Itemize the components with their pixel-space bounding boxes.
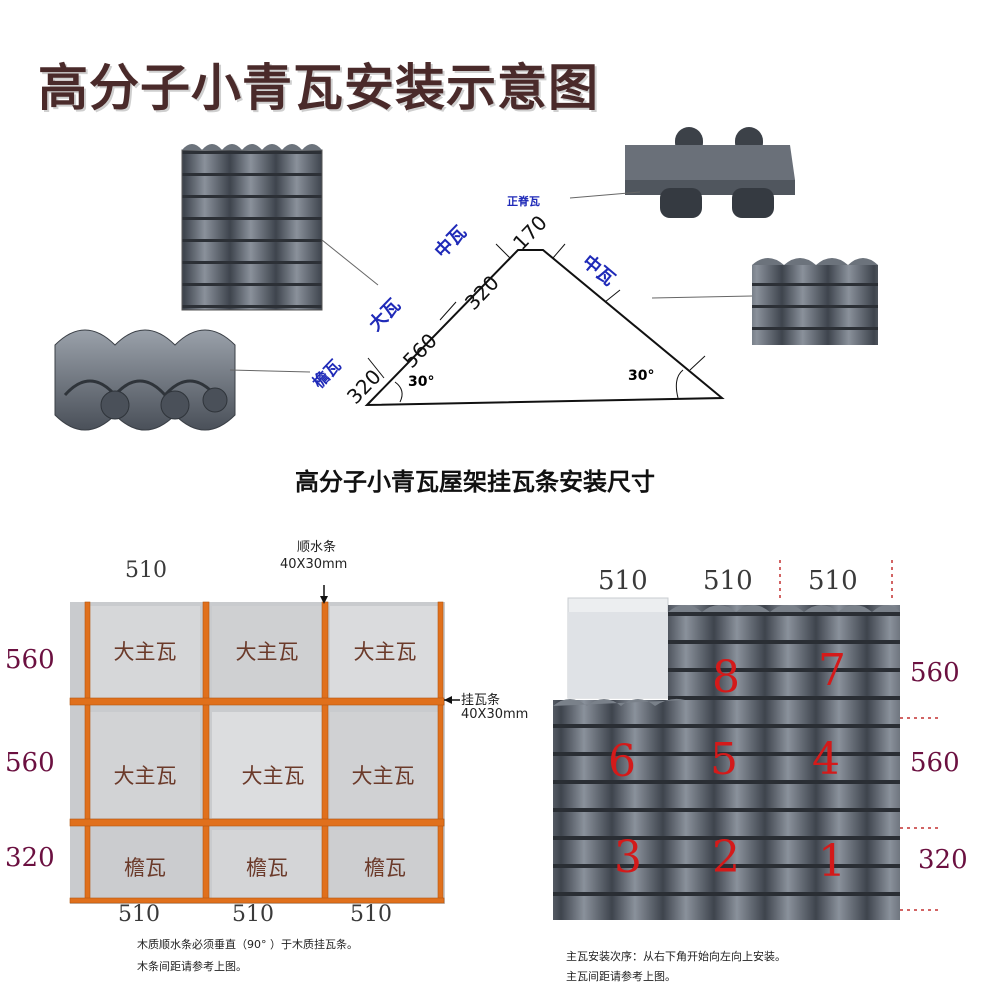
grid-cell: 大主瓦 bbox=[113, 764, 177, 788]
install-seq-7: 7 bbox=[818, 645, 846, 696]
install-seq-5: 5 bbox=[710, 734, 738, 785]
tile-mid bbox=[752, 258, 878, 345]
angle-right: 30° bbox=[628, 368, 655, 384]
grid-bottom-dim-2: 510 bbox=[232, 902, 274, 927]
grid-note-1: 木质顺水条必须垂直（90° ）于木质挂瓦条。 bbox=[137, 938, 358, 951]
grid-note-2: 木条间距请参考上图。 bbox=[137, 960, 247, 973]
grid-bottom-dim-1: 510 bbox=[118, 902, 160, 927]
tile-panel-large bbox=[181, 144, 323, 311]
install-illustration bbox=[553, 560, 940, 920]
install-seq-1: 1 bbox=[818, 836, 846, 887]
section-subtitle: 高分子小青瓦屋架挂瓦条安装尺寸 bbox=[295, 468, 655, 496]
grid-row-dim-2: 560 bbox=[5, 748, 55, 778]
label-ridge-tile: 正脊瓦 bbox=[507, 195, 540, 208]
install-top-dim-2: 510 bbox=[703, 566, 753, 596]
grid-cell: 大主瓦 bbox=[235, 640, 299, 664]
leader-ridge bbox=[569, 191, 641, 199]
install-seq-8: 8 bbox=[712, 652, 740, 703]
grid-top-dim: 510 bbox=[125, 558, 167, 583]
angle-left: 30° bbox=[408, 374, 435, 390]
install-row-dim-3: 320 bbox=[918, 845, 968, 875]
tile-eave bbox=[54, 329, 236, 431]
grid-cell: 檐瓦 bbox=[364, 856, 406, 880]
page-title: 高分子小青瓦安装示意图 bbox=[38, 59, 599, 117]
install-top-dim-1: 510 bbox=[598, 566, 648, 596]
leader-mid bbox=[651, 295, 753, 299]
install-note-2: 主瓦间距请参考上图。 bbox=[566, 970, 676, 983]
grid-cell: 大主瓦 bbox=[351, 764, 415, 788]
batten-h-name: 挂瓦条 bbox=[461, 693, 501, 708]
grid-cell: 檐瓦 bbox=[124, 856, 166, 880]
batten-grid bbox=[69, 585, 460, 904]
install-row-dim-2: 560 bbox=[910, 748, 960, 778]
install-seq-2: 2 bbox=[712, 832, 740, 883]
grid-cell: 檐瓦 bbox=[246, 856, 288, 880]
grid-cell: 大主瓦 bbox=[113, 640, 177, 664]
install-seq-6: 6 bbox=[608, 736, 636, 787]
grid-row-dim-1: 560 bbox=[5, 645, 55, 675]
batten-h-size: 40X30mm bbox=[461, 707, 529, 722]
batten-v-name: 顺水条 bbox=[297, 540, 337, 555]
install-seq-3: 3 bbox=[614, 832, 642, 883]
install-top-dim-3: 510 bbox=[808, 566, 858, 596]
install-seq-4: 4 bbox=[812, 734, 840, 785]
batten-v-size: 40X30mm bbox=[280, 557, 348, 572]
install-row-dim-1: 560 bbox=[910, 658, 960, 688]
grid-cell: 大主瓦 bbox=[353, 640, 417, 664]
tile-ridge bbox=[625, 127, 795, 218]
grid-row-dim-3: 320 bbox=[5, 843, 55, 873]
grid-bottom-dim-3: 510 bbox=[350, 902, 392, 927]
grid-cell: 大主瓦 bbox=[241, 764, 305, 788]
leader-large bbox=[321, 239, 379, 286]
install-note-1: 主瓦安装次序：从右下角开始向左向上安装。 bbox=[566, 950, 786, 963]
leader-eave bbox=[229, 369, 311, 373]
roof-triangle bbox=[364, 243, 725, 407]
